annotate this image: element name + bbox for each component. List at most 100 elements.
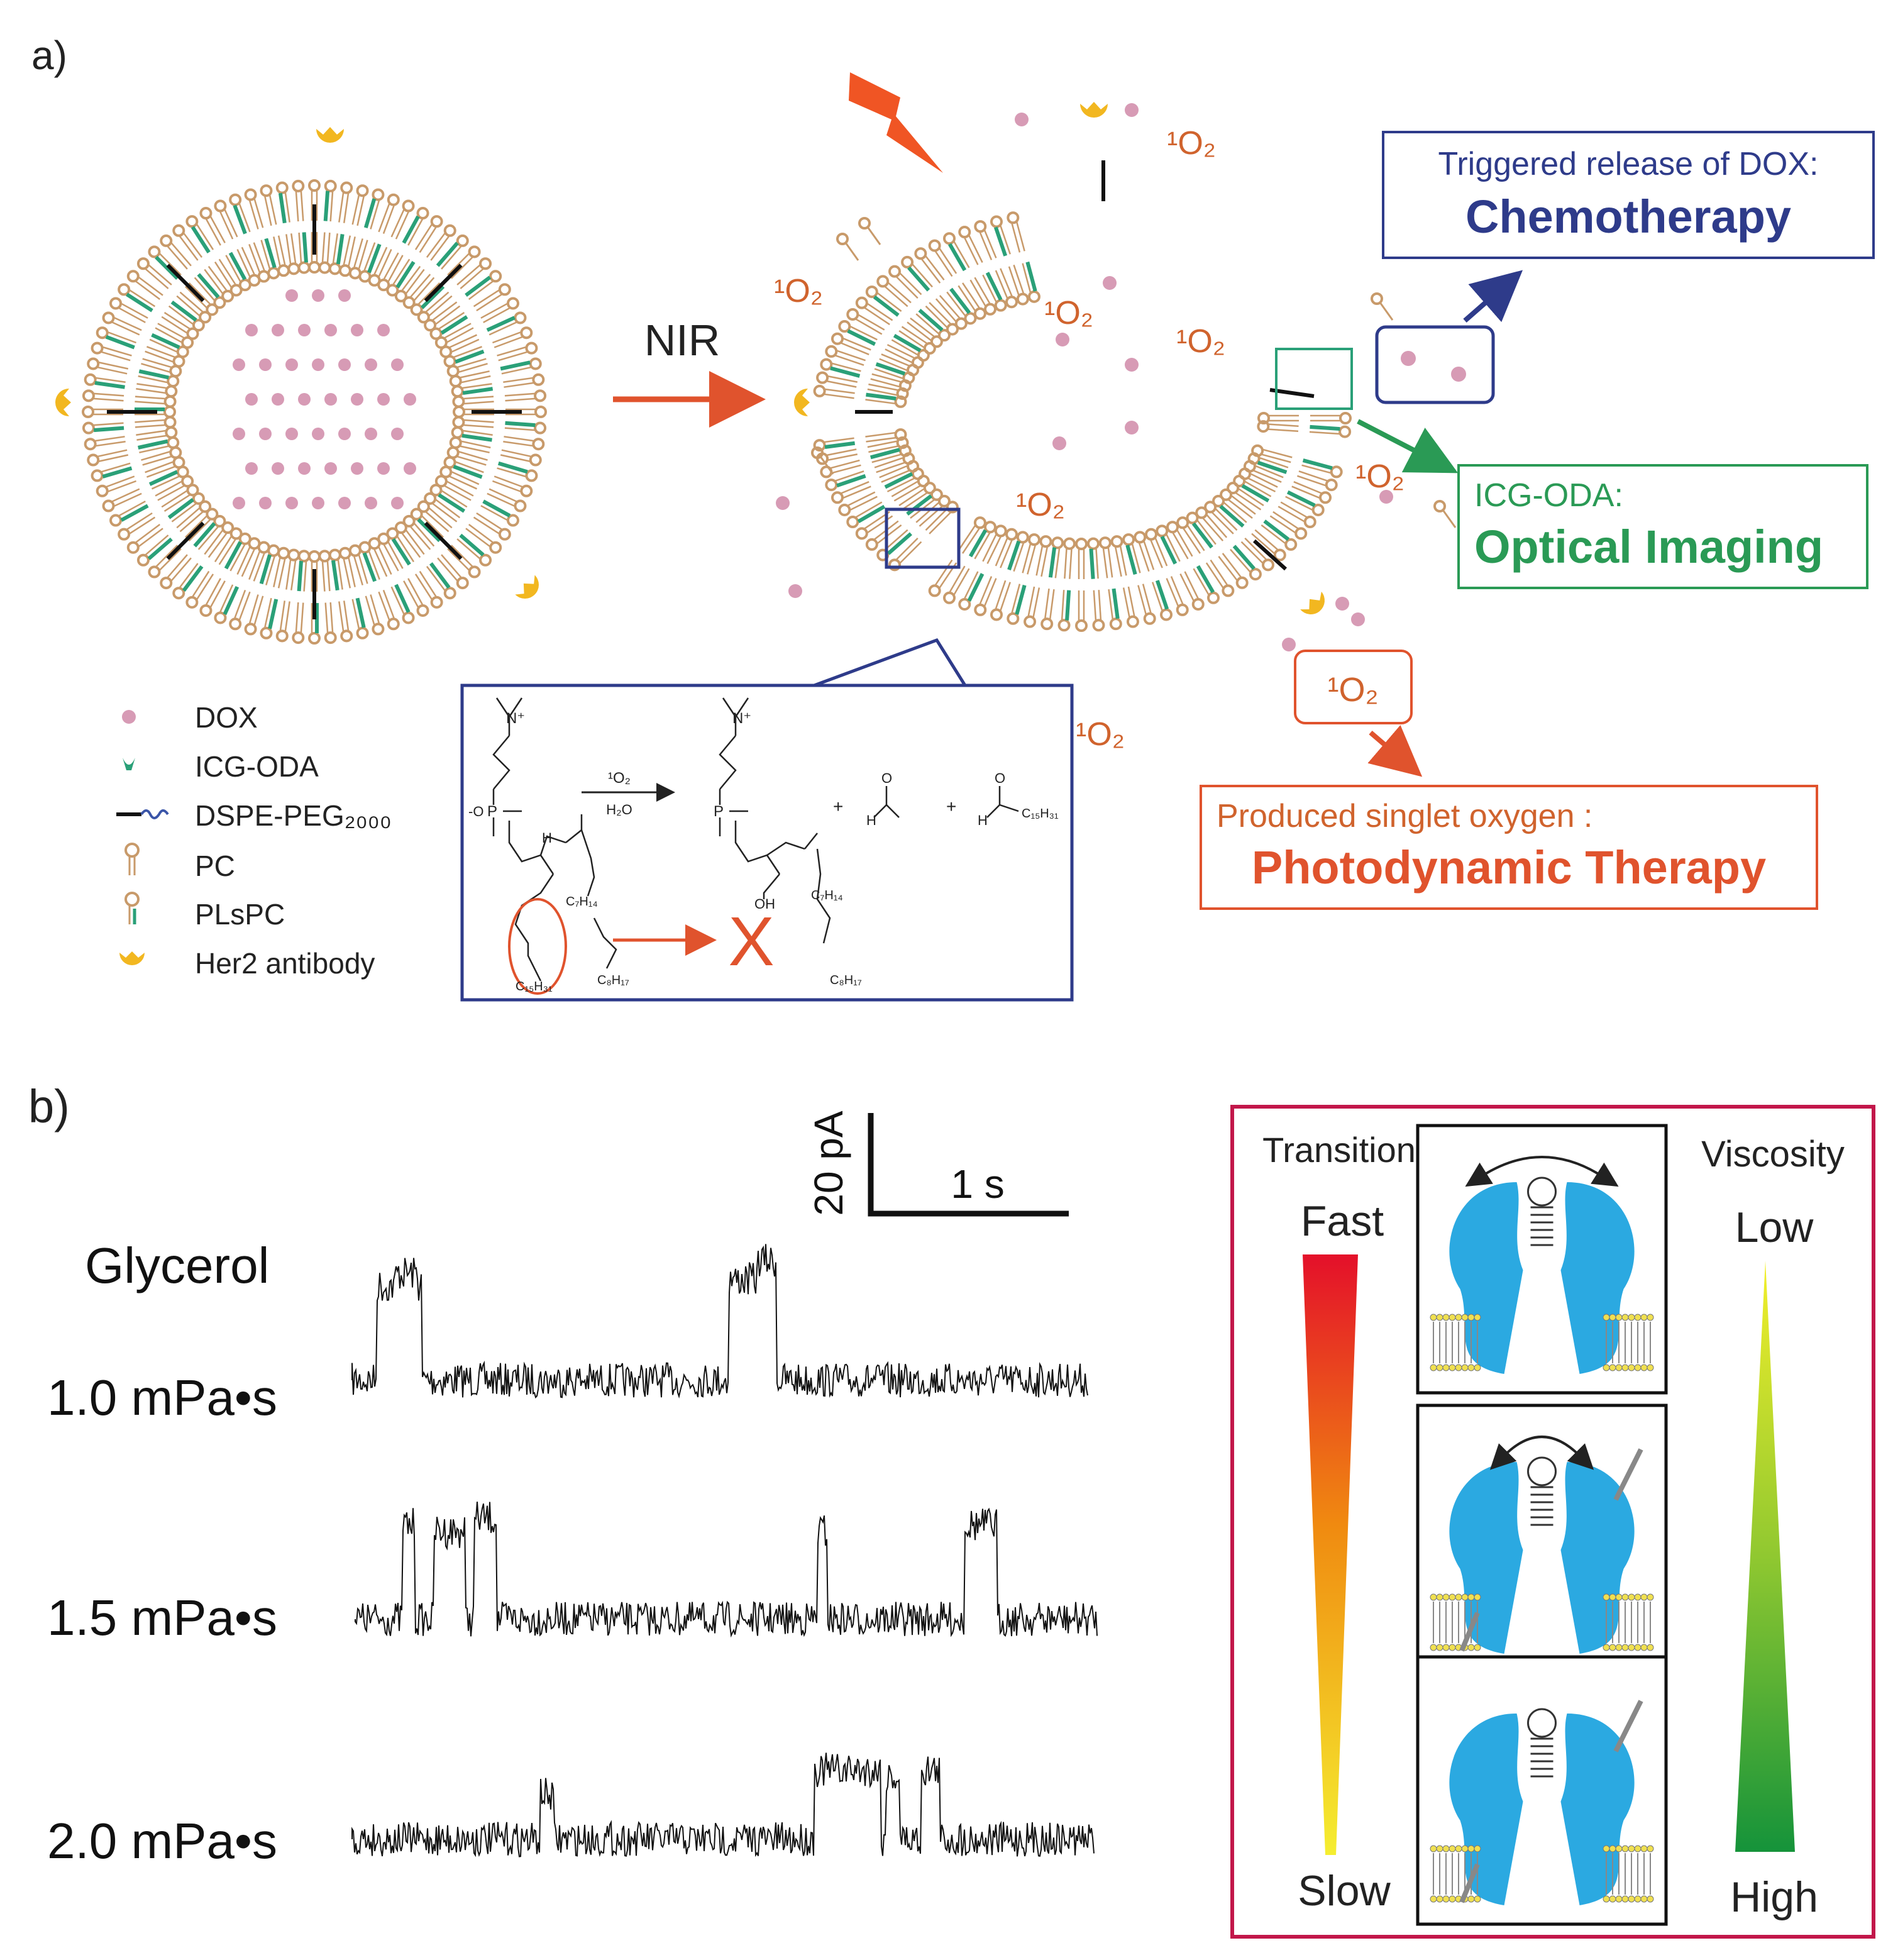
dox-dot: [312, 497, 324, 509]
lipid: [876, 529, 912, 562]
lipid: [214, 527, 243, 565]
current-trace: [351, 1752, 1095, 1858]
lipid: [1134, 531, 1155, 572]
lipid: [1098, 536, 1113, 579]
lipid: [351, 597, 369, 639]
dspe-peg-chain: [1252, 539, 1288, 571]
dox-dot: [351, 324, 363, 336]
lipid: [214, 258, 243, 297]
lipid: [185, 507, 219, 541]
lipid: [1166, 576, 1189, 616]
lipid: [500, 449, 542, 467]
legend-item: Her2 antibody: [119, 947, 375, 980]
lipid: [503, 373, 545, 388]
lipid: [456, 533, 492, 567]
dox-dot: [338, 289, 351, 302]
lipid: [505, 406, 547, 418]
current-traces: [351, 1244, 1098, 1858]
lipid: [982, 524, 1007, 564]
lipid: [884, 467, 924, 492]
lipid: [480, 297, 519, 323]
legend-label: PLsPC: [195, 898, 285, 931]
lipid: [214, 584, 240, 624]
lipid: [974, 220, 997, 260]
dox-dot: [788, 584, 802, 598]
lipid: [813, 384, 855, 399]
dna-hairpin-icon: [1527, 1456, 1557, 1487]
lipid: [456, 257, 492, 289]
exchange-arrow-icon: [1465, 1156, 1619, 1187]
viscosity-label-1: 1.0 mPa•s: [47, 1370, 277, 1426]
chem-c7: C₇H₁₄: [566, 895, 598, 909]
lipid: [1022, 261, 1040, 303]
dox-dot: [245, 393, 258, 406]
dox-dot: [365, 428, 377, 440]
lipid: [1291, 481, 1332, 504]
lipid: [102, 311, 142, 336]
lipid: [244, 594, 264, 636]
lipid: [308, 603, 321, 645]
lipid: [465, 270, 502, 301]
dox-dot: [324, 324, 337, 336]
lipid: [417, 500, 453, 533]
scale-bar: [868, 1113, 1069, 1217]
chem-plus-2: +: [946, 797, 956, 816]
transition-title: Transition: [1262, 1130, 1416, 1170]
lipid: [338, 601, 353, 643]
viscosity-label-2: 1.5 mPa•s: [47, 1590, 277, 1646]
transition-slow: Slow: [1298, 1867, 1391, 1915]
liposome-intact: [55, 127, 547, 645]
lipid: [825, 470, 866, 492]
lipid: [390, 584, 415, 624]
dox-dot: [391, 497, 404, 509]
lipid: [363, 188, 385, 230]
dox-dot: [377, 462, 390, 475]
photodynamic-title: Produced singlet oxygen :: [1217, 798, 1592, 834]
scale-time-label: 1 s: [951, 1161, 1004, 1207]
lipid: [199, 578, 226, 617]
lipid: [1204, 501, 1238, 534]
lipid: [915, 308, 951, 342]
lipid: [1092, 590, 1105, 632]
photodynamic-box: [1200, 785, 1818, 910]
chemotherapy-box: [1382, 131, 1875, 259]
transition-gradient-wedge: [1303, 1254, 1358, 1855]
panel-a-label: a): [31, 33, 67, 78]
dox-dot: [1056, 333, 1069, 346]
lipid: [1035, 535, 1052, 577]
dox-dot: [259, 358, 272, 371]
lipid: [1057, 590, 1071, 632]
plspc-lipid-icon: [124, 892, 140, 924]
lipid: [1186, 511, 1217, 549]
lipid: [813, 437, 856, 452]
lipid: [96, 326, 137, 350]
lipid: [414, 215, 443, 253]
lipid: [1296, 470, 1338, 492]
lipid: [168, 301, 205, 332]
lipid: [447, 245, 481, 279]
chemistry-product: [719, 697, 1019, 944]
channel-subunit-left: [1449, 1462, 1523, 1654]
channel-subunit-left: [1449, 1714, 1523, 1905]
lipid: [928, 559, 958, 597]
lipid: [193, 514, 226, 550]
dox-dot: [285, 428, 298, 440]
lipid: [855, 296, 893, 326]
dox-dot: [324, 393, 337, 406]
chem-c8: C₈H₁₇: [597, 973, 629, 987]
lipid: [915, 494, 951, 527]
lipid: [229, 589, 251, 631]
lipid: [504, 389, 547, 402]
lipid: [876, 275, 912, 307]
lipid: [236, 246, 261, 287]
chem-aldehyde-o: O: [995, 770, 1005, 786]
dox-dot: [1379, 490, 1393, 504]
singlet-oxygen-label: ¹O₂: [1044, 295, 1093, 331]
lipid: [402, 274, 435, 309]
lipid: [204, 521, 235, 558]
lipid: [1024, 586, 1040, 628]
dna-hairpin-icon: [1527, 1177, 1557, 1207]
lipid: [446, 446, 488, 466]
chem-o-minus: -O: [468, 804, 483, 819]
